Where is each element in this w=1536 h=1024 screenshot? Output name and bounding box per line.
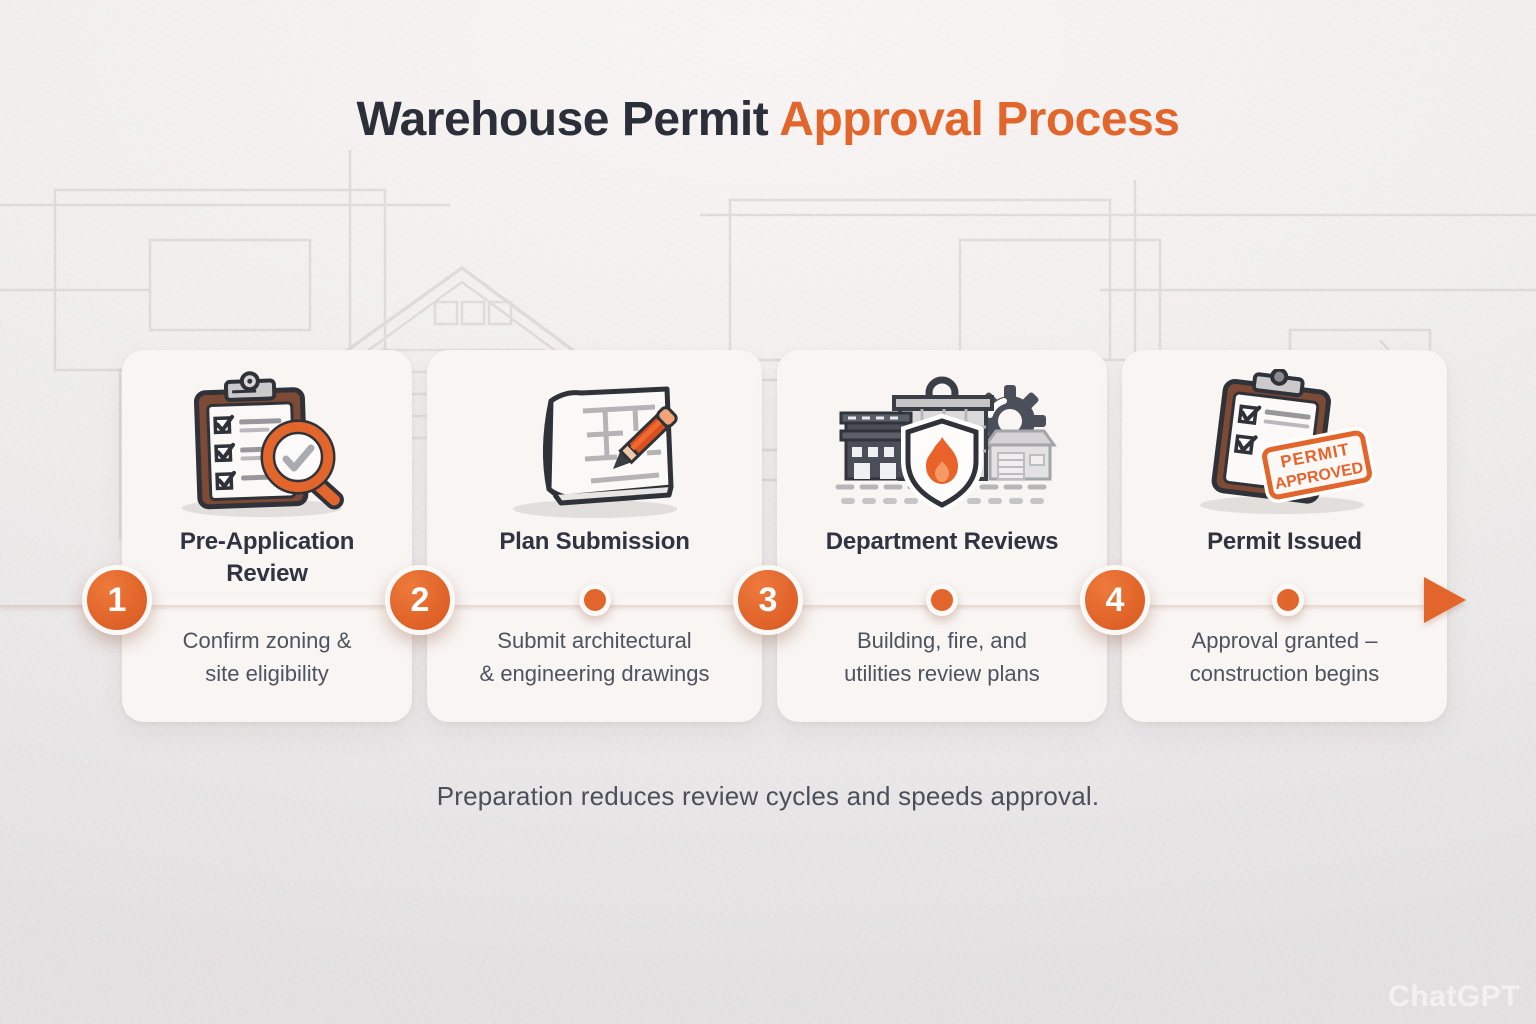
step-title: Permit Issued: [1207, 528, 1362, 555]
timeline-dot: [1272, 584, 1304, 616]
step-description: Submit architectural & engineering drawi…: [479, 628, 710, 686]
step-number-badge-2: 2: [385, 565, 455, 635]
garage: [983, 429, 1057, 481]
footer-note: Preparation reduces review cycles and sp…: [436, 781, 1100, 811]
shield-flame: [901, 413, 983, 513]
step-card-permit-issued: PERMIT APPROVED Permit Issued Approval g…: [1122, 350, 1447, 722]
buildings-gear-shield-flame-icon: [777, 368, 1107, 520]
timeline-dot: [579, 584, 611, 616]
chatgpt-watermark: ChatGPT: [1388, 980, 1520, 1013]
page-title-dark: Warehouse Permit: [356, 93, 769, 146]
step-number-badge-3: 3: [733, 565, 803, 635]
timeline-line: [0, 594, 1432, 605]
step-card-plan-submission: Plan Submission Submit architectural & e…: [427, 350, 762, 722]
step-description: Confirm zoning & site eligibility: [182, 628, 352, 686]
step-number-badge-4: 4: [1080, 565, 1150, 635]
step-card-department-reviews: Department Reviews Building, fire, and u…: [777, 350, 1107, 722]
step-description: Building, fire, and utilities review pla…: [844, 628, 1040, 686]
step-title: Plan Submission: [499, 528, 690, 555]
page-title-accent: Approval Process: [779, 93, 1180, 146]
timeline-arrow-icon: [1424, 577, 1466, 623]
left-building: [839, 411, 913, 481]
step-card-pre-application: Pre-Application Review Confirm zoning & …: [122, 350, 412, 722]
step-title: Department Reviews: [825, 528, 1059, 555]
blueprint-pencil-icon: [427, 368, 762, 520]
step-number-badge-1: 1: [82, 565, 152, 635]
step-title: Pre-Application Review: [179, 528, 355, 587]
timeline-dot: [926, 584, 958, 616]
clipboard-permit-stamp-icon: PERMIT APPROVED: [1122, 368, 1447, 520]
step-description: Approval granted – construction begins: [1189, 628, 1380, 686]
page-title: Warehouse Permit Approval Process: [0, 92, 1536, 147]
clipboard-checklist-magnifier-icon: [122, 368, 412, 520]
